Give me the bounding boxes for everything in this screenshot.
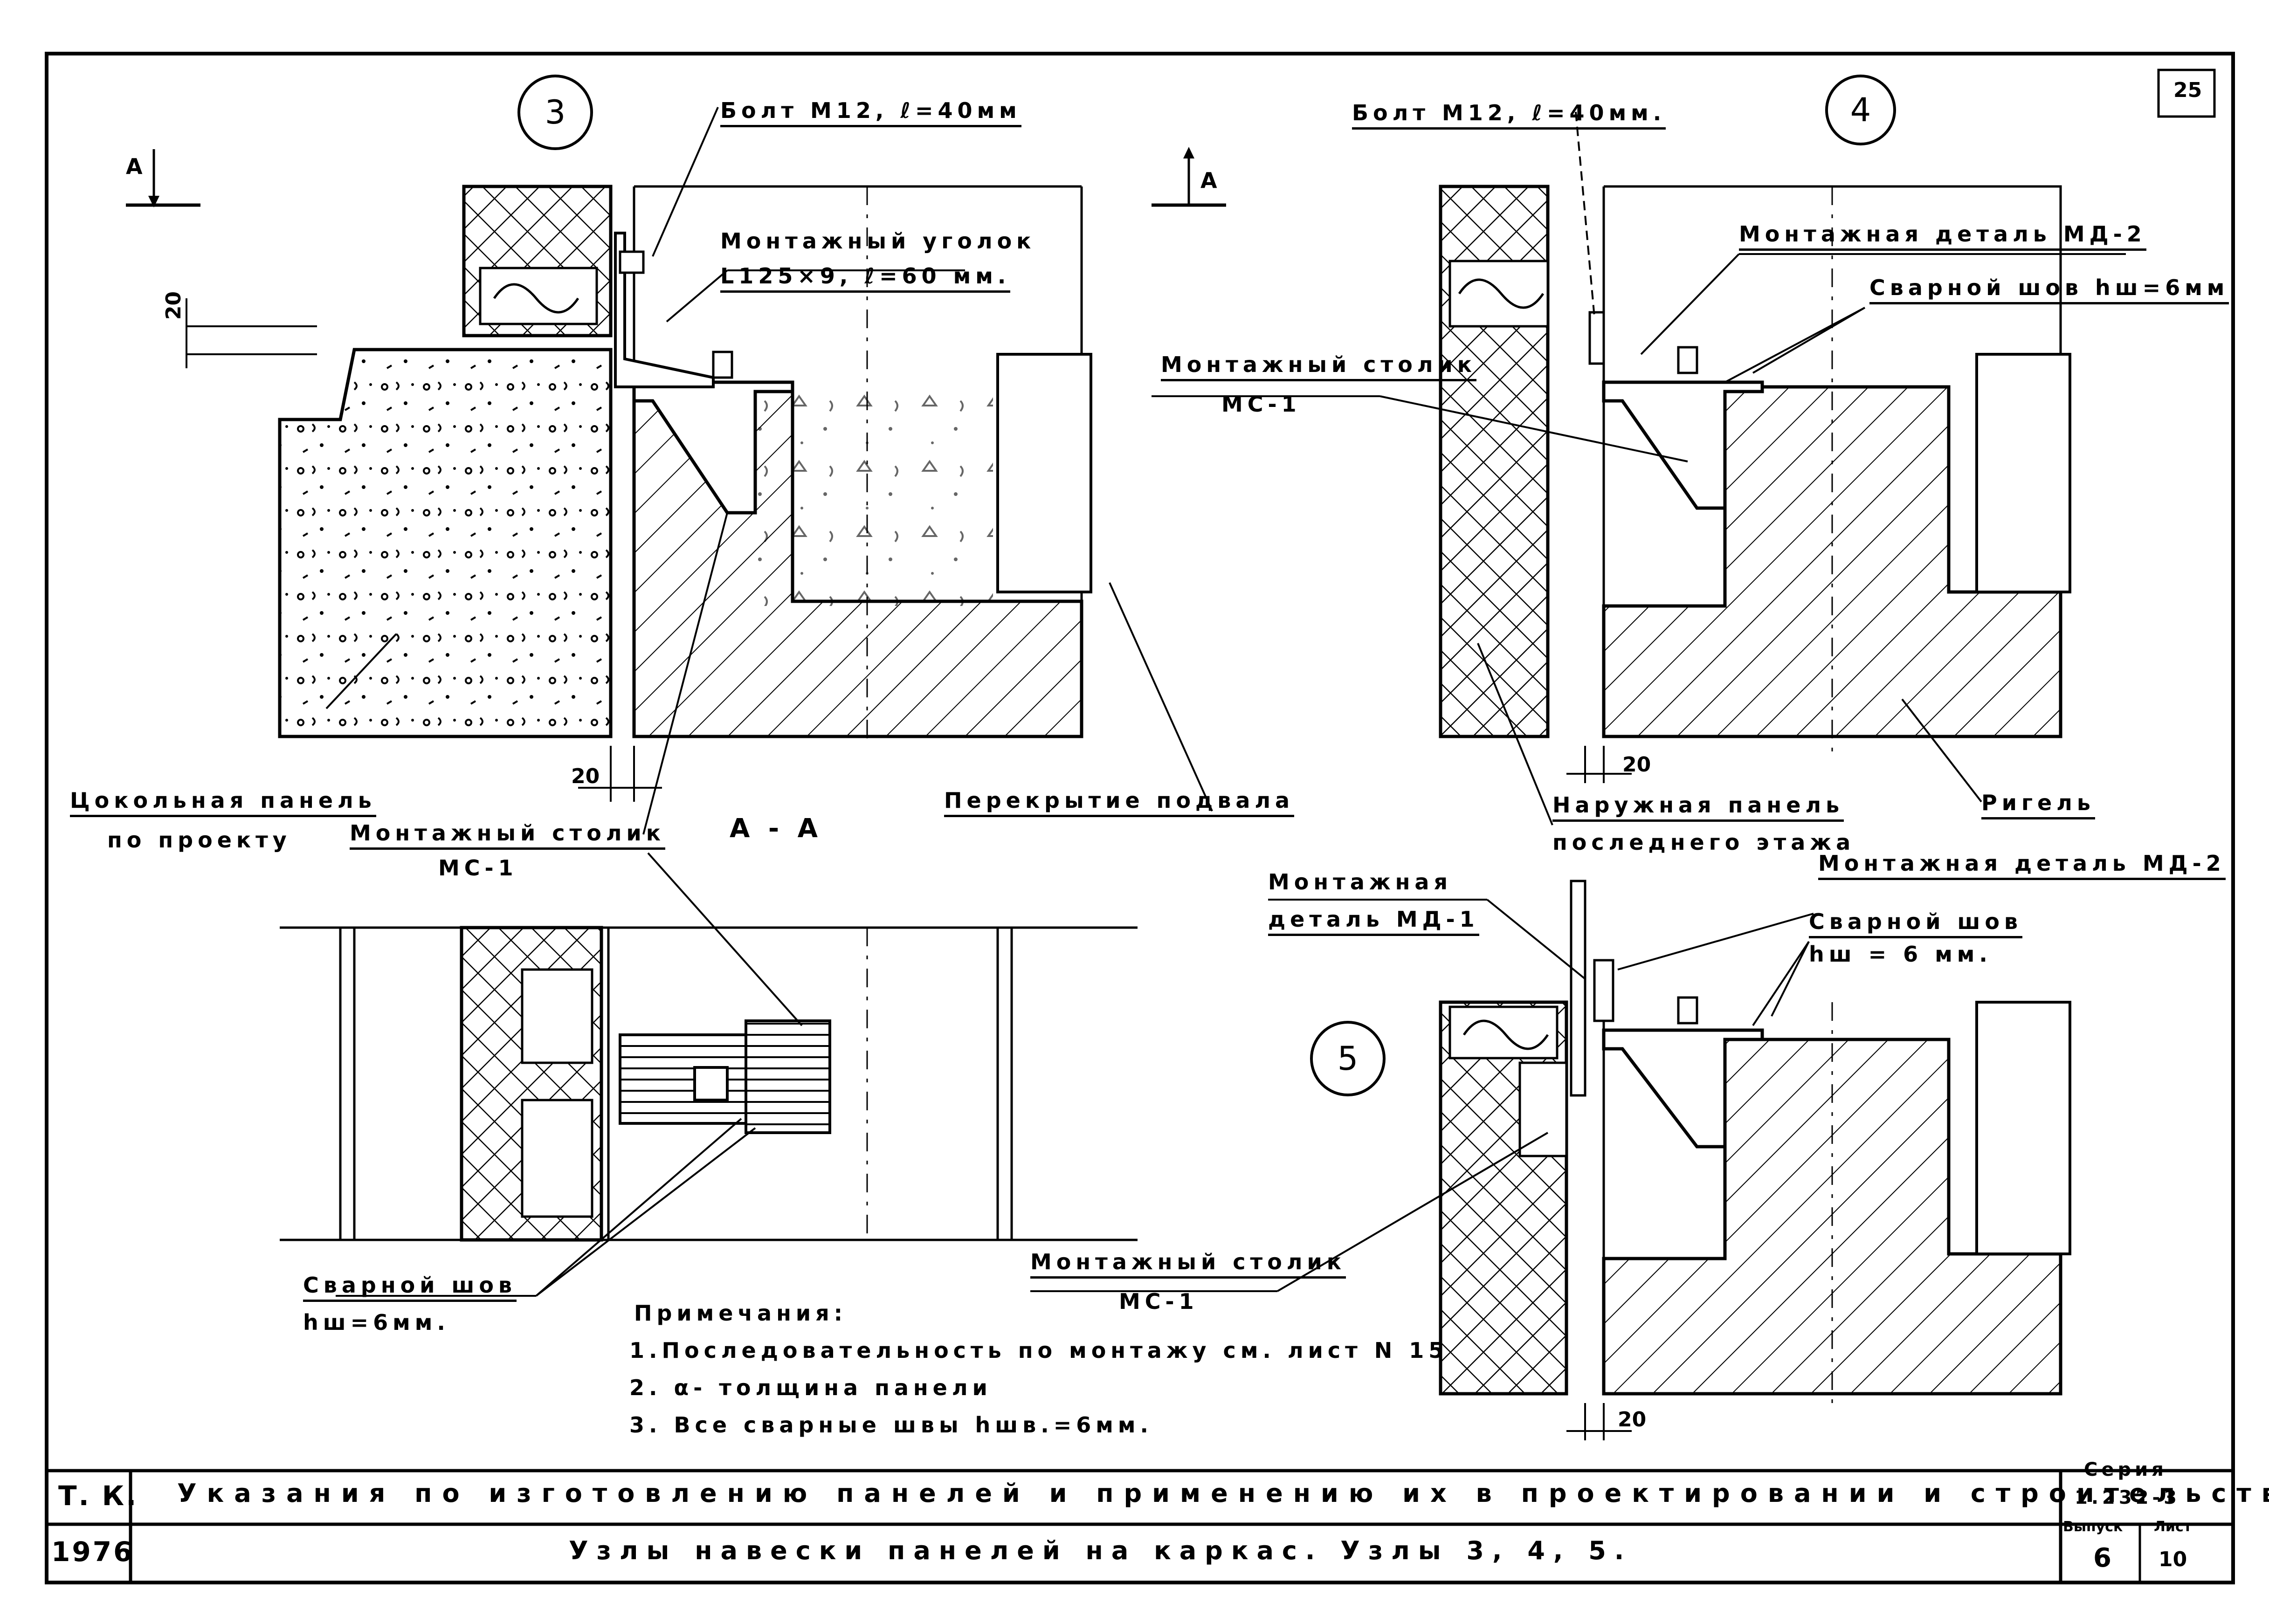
notes-heading: Примечания: <box>634 1301 848 1326</box>
node-3-marker: 3 <box>517 75 593 150</box>
basement-floor-label: Перекрытие подвала <box>944 788 1295 817</box>
node5-table-code: МС-1 <box>1119 1289 1199 1314</box>
section-aa-weld-size: hш=6мм. <box>303 1310 450 1335</box>
series-value: 1.232-3 <box>2075 1487 2180 1508</box>
node3-dim-20-bottom: 20 <box>571 764 600 788</box>
socle-panel-sublabel: по проекту <box>107 827 291 853</box>
issue-label: Выпуск <box>2063 1519 2123 1535</box>
note-item: 2. α- толщина панели <box>629 1375 992 1400</box>
node3-bolt-label: Болт М12, ℓ=40мм <box>720 98 1021 127</box>
sheet-value: 10 <box>2159 1548 2187 1571</box>
node4-md2-label: Монтажная деталь МД-2 <box>1739 221 2146 251</box>
section-aa-table-code: МС-1 <box>438 855 518 881</box>
section-aa-title: А - А <box>730 813 822 844</box>
node4-weld-label: Сварной шов hш=6мм <box>1869 275 2229 304</box>
node5-weld-label: Сварной шов <box>1809 909 2023 938</box>
page-number: 25 <box>2173 78 2202 102</box>
node3-angle-label: Монтажный уголок <box>720 228 1036 254</box>
girder-label: Ригель <box>1981 790 2095 819</box>
node-5-marker: 5 <box>1310 1021 1386 1096</box>
series-label: Серия <box>2084 1459 2167 1480</box>
node5-md2-label: Монтажная деталь МД-2 <box>1818 851 2226 880</box>
section-aa-weld-label: Сварной шов <box>303 1273 517 1302</box>
node4-bolt-label: Болт М12, ℓ=40мм. <box>1352 100 1666 130</box>
section-aa-table-label: Монтажный столик <box>350 820 665 850</box>
node5-table-label: Монтажный столик <box>1030 1249 1346 1279</box>
title-year: 1976 <box>51 1536 134 1568</box>
outer-panel-label: Наружная панель <box>1552 792 1844 822</box>
node4-table-label: Монтажный столик <box>1161 352 1476 381</box>
cut-marker-left: А <box>126 154 147 179</box>
issue-value: 6 <box>2093 1543 2111 1573</box>
title-row-1: Указания по изготовлению панелей и приме… <box>177 1479 2269 1508</box>
title-row-2: Узлы навески панелей на каркас. Узлы 3, … <box>569 1536 1633 1565</box>
node4-dim-20: 20 <box>1622 753 1651 777</box>
note-item: 1.Последовательность по монтажу см. лист… <box>629 1338 1448 1363</box>
note-item: 3. Все сварные швы hшв.=6мм. <box>629 1412 1153 1438</box>
outer-panel-sublabel: последнего этажа <box>1552 830 1855 855</box>
socle-panel-label: Цокольная панель <box>70 788 376 817</box>
node5-md1-label: Монтажная <box>1268 869 1452 895</box>
node5-dim-20: 20 <box>1618 1408 1647 1431</box>
node5-md1-code: деталь МД-1 <box>1268 907 1479 936</box>
cut-marker-right: А <box>1200 168 1222 193</box>
sheet-label: Лист <box>2154 1519 2192 1535</box>
node3-angle-size: L125×9, ℓ=60 мм. <box>720 263 1011 293</box>
node5-weld-size: hш = 6 мм. <box>1809 942 1992 967</box>
title-code: Т. К. <box>58 1480 138 1512</box>
node-4-marker: 4 <box>1825 75 1896 145</box>
node3-dim-20-top: 20 <box>162 291 186 320</box>
node4-table-code: МС-1 <box>1221 392 1301 417</box>
